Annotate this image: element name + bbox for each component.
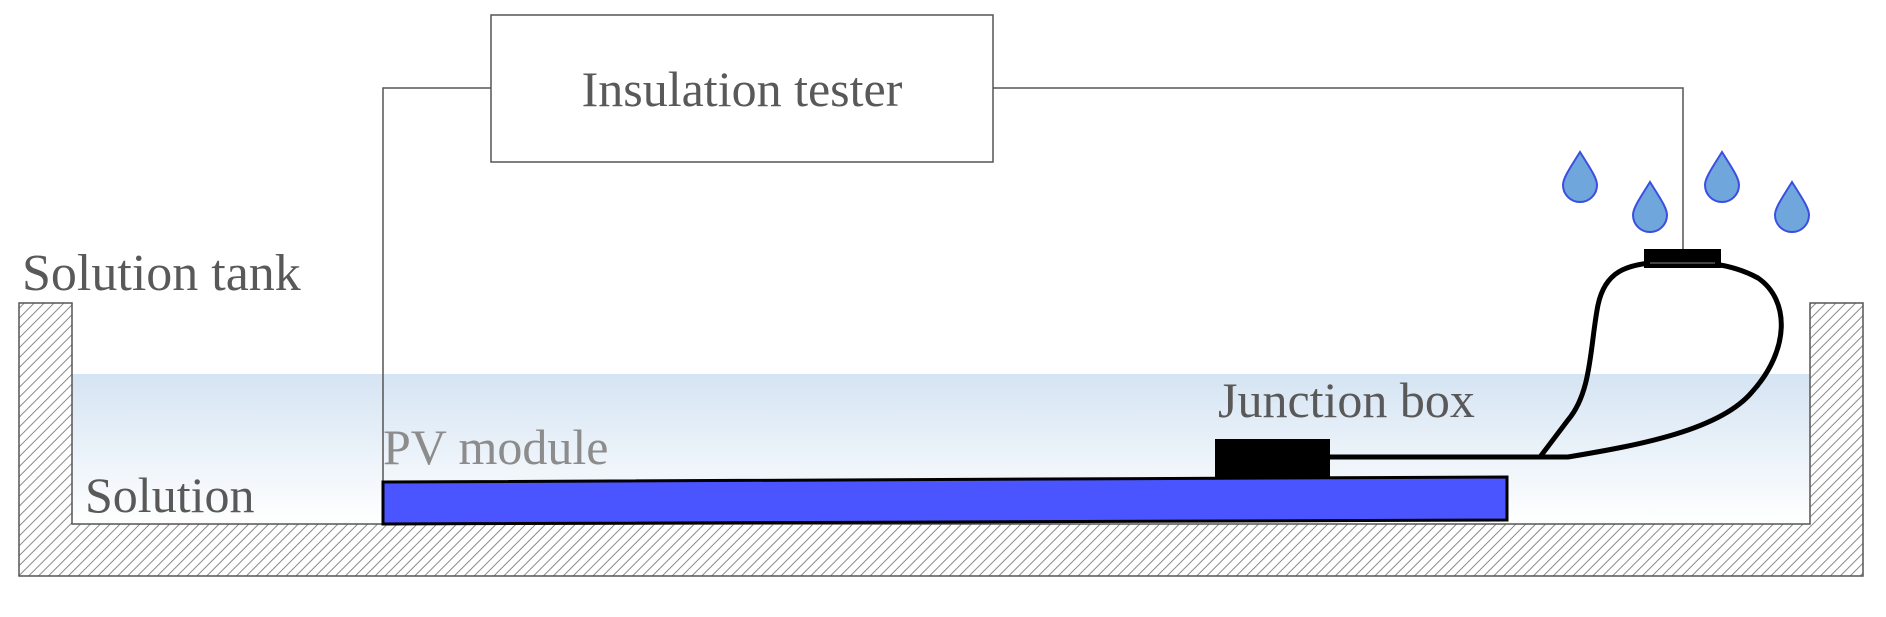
junction-box-label: Junction box <box>1218 372 1475 428</box>
cable <box>1330 259 1784 460</box>
test-lead-left <box>382 87 491 482</box>
pv-module-label: PV module <box>383 419 609 475</box>
solution-tank <box>18 302 1864 577</box>
junction-box <box>1215 439 1330 479</box>
test-lead-right <box>993 87 1684 251</box>
insulation-tester-box <box>490 14 994 163</box>
water-droplet-icon <box>1703 150 1741 203</box>
solution-label: Solution <box>85 467 254 523</box>
water-droplet-icon <box>1631 180 1669 233</box>
insulation-tester-label: Insulation tester <box>582 61 903 117</box>
pv-module <box>381 475 1509 526</box>
cable-connector-icon <box>1644 249 1721 268</box>
solution-tank-label: Solution tank <box>22 245 301 302</box>
water-droplet-icon <box>1561 150 1599 203</box>
water-droplet-icon <box>1773 180 1811 233</box>
